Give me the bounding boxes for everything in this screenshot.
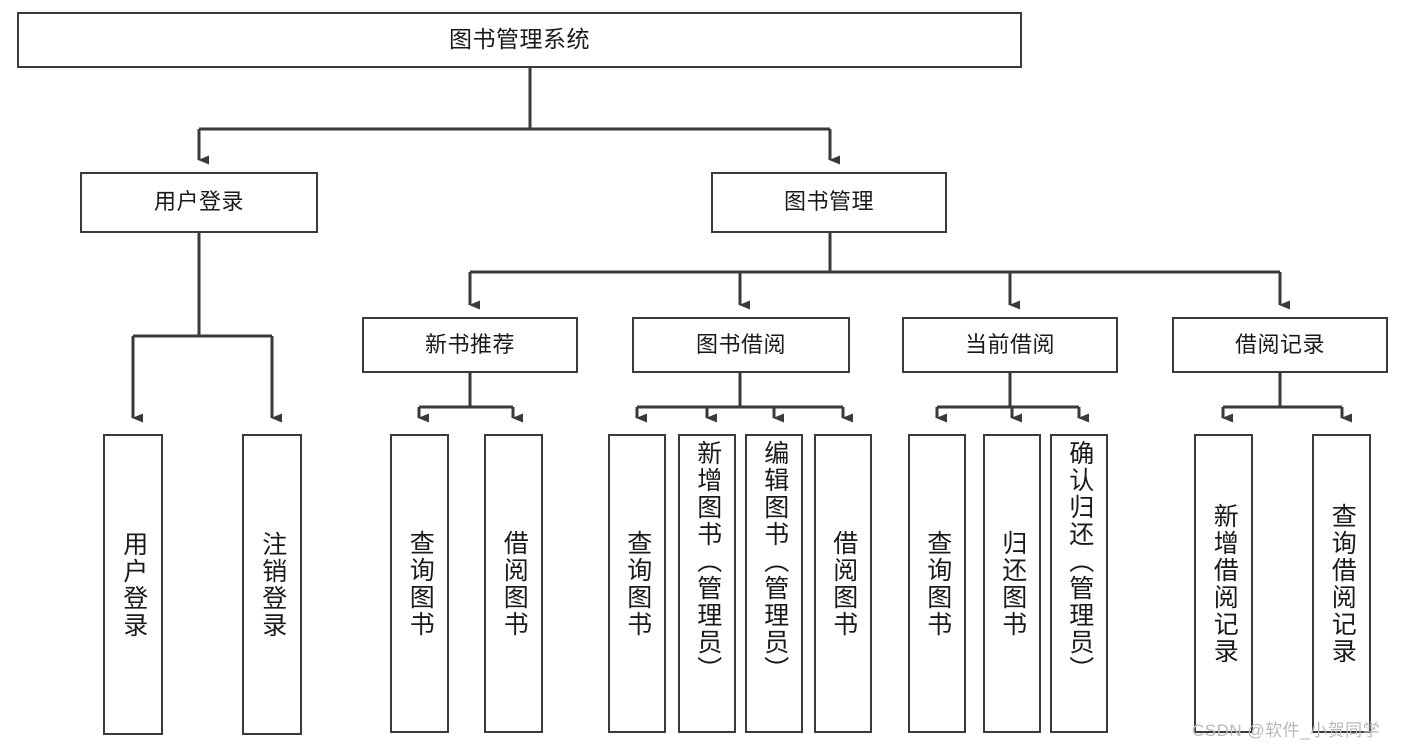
node-leaf-query-book-recommend[interactable]: 查询图书 — [390, 434, 449, 733]
node-book-borrow-label: 图书借阅 — [695, 331, 786, 357]
node-current-borrow[interactable]: 当前借阅 — [902, 317, 1118, 373]
node-book-management[interactable]: 图书管理 — [711, 172, 947, 233]
node-leaf-confirm-return-admin-label: 确认归还（管理员） — [1065, 440, 1094, 683]
node-leaf-return-book-label: 归还图书 — [998, 529, 1027, 638]
node-leaf-return-book[interactable]: 归还图书 — [983, 434, 1041, 733]
watermark: CSDN @软件_小贺同学 — [1192, 721, 1381, 740]
node-leaf-query-borrow-record[interactable]: 查询借阅记录 — [1312, 434, 1371, 733]
node-current-borrow-label: 当前借阅 — [964, 331, 1055, 357]
node-leaf-add-borrow-record[interactable]: 新增借阅记录 — [1194, 434, 1253, 733]
node-leaf-add-book-admin-label: 新增图书（管理员） — [693, 440, 722, 683]
node-borrow-record-label: 借阅记录 — [1234, 331, 1325, 357]
node-book-management-label: 图书管理 — [783, 189, 874, 215]
node-leaf-borrow-book-recommend[interactable]: 借阅图书 — [484, 434, 543, 733]
node-new-book-recommend[interactable]: 新书推荐 — [362, 317, 578, 373]
node-root[interactable]: 图书管理系统 — [17, 12, 1022, 68]
node-leaf-edit-book-admin[interactable]: 编辑图书（管理员） — [745, 434, 803, 733]
node-leaf-query-book-current[interactable]: 查询图书 — [908, 434, 966, 733]
node-leaf-user-login-label: 用户登录 — [119, 530, 148, 639]
node-leaf-query-book-borrow[interactable]: 查询图书 — [608, 434, 666, 733]
node-new-book-recommend-label: 新书推荐 — [424, 331, 515, 357]
node-user-login[interactable]: 用户登录 — [80, 172, 318, 233]
node-leaf-confirm-return-admin[interactable]: 确认归还（管理员） — [1050, 434, 1108, 733]
node-leaf-query-book-recommend-label: 查询图书 — [406, 529, 435, 638]
node-leaf-logout-label: 注销登录 — [258, 530, 287, 639]
node-leaf-logout[interactable]: 注销登录 — [242, 434, 302, 735]
node-leaf-query-book-current-label: 查询图书 — [923, 529, 952, 638]
node-leaf-user-login[interactable]: 用户登录 — [103, 434, 163, 735]
node-leaf-query-borrow-record-label: 查询借阅记录 — [1328, 502, 1357, 665]
node-leaf-query-book-borrow-label: 查询图书 — [623, 529, 652, 638]
node-leaf-borrow-book-recommend-label: 借阅图书 — [500, 529, 529, 638]
node-user-login-label: 用户登录 — [153, 189, 244, 215]
node-borrow-record[interactable]: 借阅记录 — [1172, 317, 1388, 373]
node-book-borrow[interactable]: 图书借阅 — [632, 317, 850, 373]
node-leaf-edit-book-admin-label: 编辑图书（管理员） — [760, 440, 789, 683]
node-leaf-borrow-book[interactable]: 借阅图书 — [814, 434, 872, 733]
node-leaf-add-borrow-record-label: 新增借阅记录 — [1210, 502, 1239, 665]
node-leaf-borrow-book-label: 借阅图书 — [829, 529, 858, 638]
node-root-label: 图书管理系统 — [449, 26, 590, 53]
node-leaf-add-book-admin[interactable]: 新增图书（管理员） — [678, 434, 736, 733]
